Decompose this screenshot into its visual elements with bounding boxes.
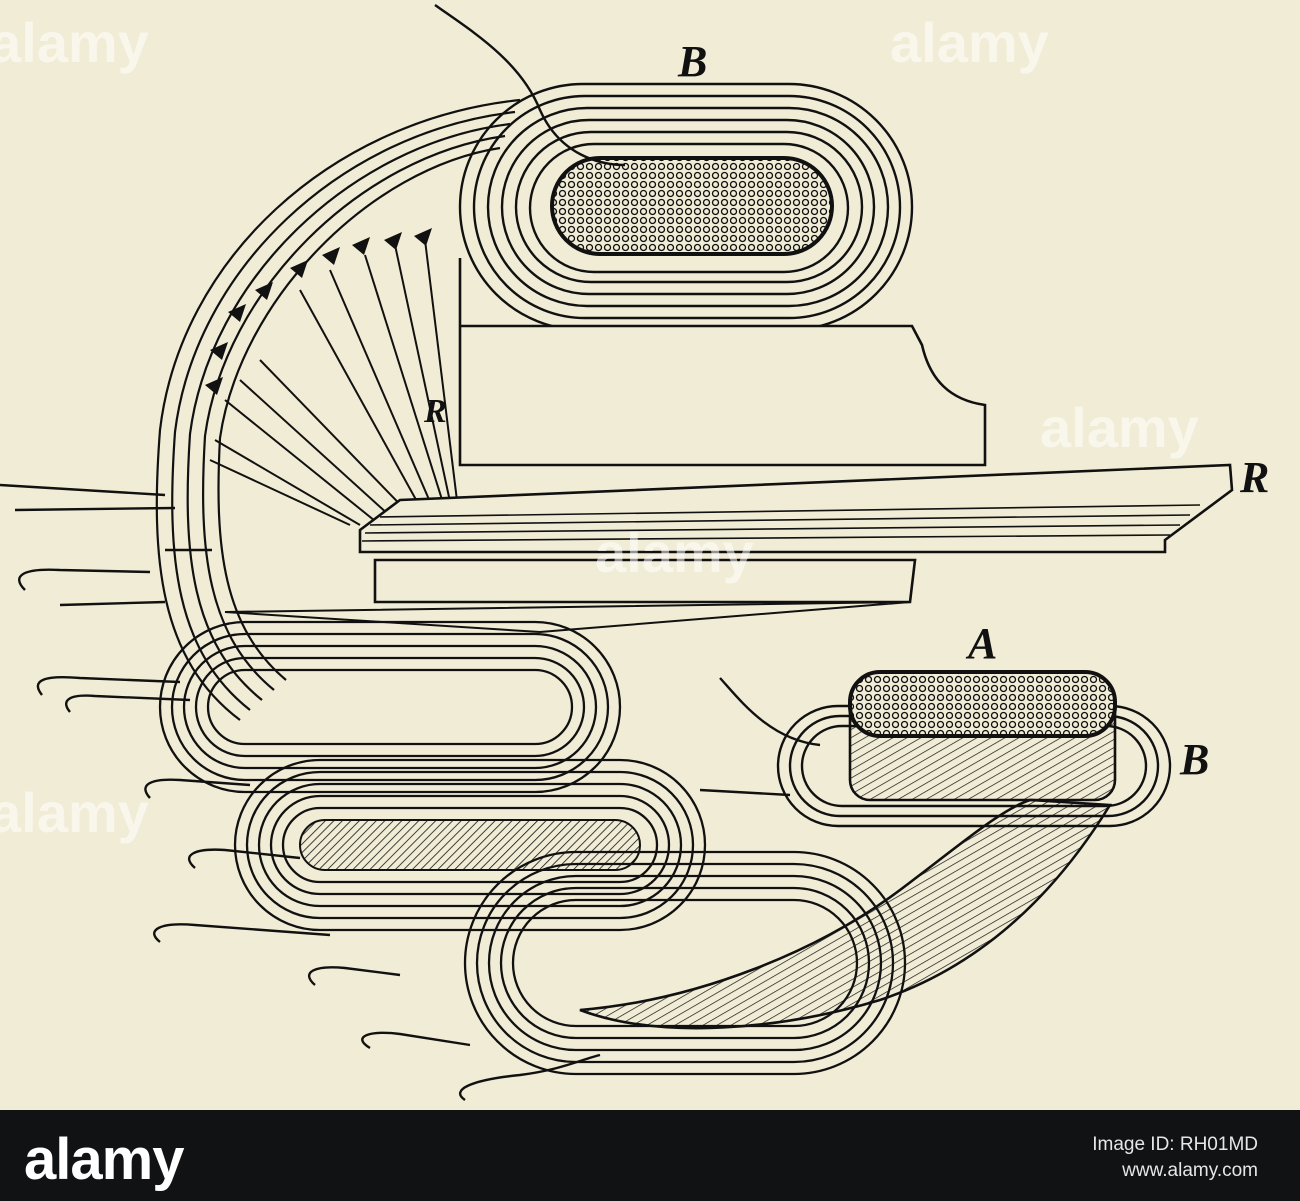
top-fiber-core: [552, 158, 832, 254]
lower-coil-1: [160, 622, 620, 792]
label-r-right: R: [1240, 456, 1269, 500]
plate-r: [360, 465, 1232, 552]
nerve-diagram: [0, 0, 1300, 1110]
image-id-block: Image ID: RH01MD www.alamy.com: [1092, 1132, 1258, 1184]
tissue-block: [460, 258, 985, 465]
fan-fibres: [210, 240, 460, 525]
right-fiber-core: [850, 672, 1115, 736]
image-id: Image ID: RH01MD: [1092, 1132, 1258, 1158]
label-a: A: [968, 622, 997, 666]
base-block: [375, 560, 915, 602]
label-r-inner: R: [424, 395, 447, 429]
footer-bar: alamy Image ID: RH01MD www.alamy.com: [0, 1110, 1300, 1201]
label-b-right: B: [1180, 738, 1209, 782]
horn-bundle: [580, 800, 1110, 1028]
alamy-logo: alamy: [24, 1126, 183, 1193]
lower-hatch-strip: [300, 820, 640, 870]
site-url: www.alamy.com: [1092, 1158, 1258, 1184]
label-b-top: B: [678, 40, 707, 84]
